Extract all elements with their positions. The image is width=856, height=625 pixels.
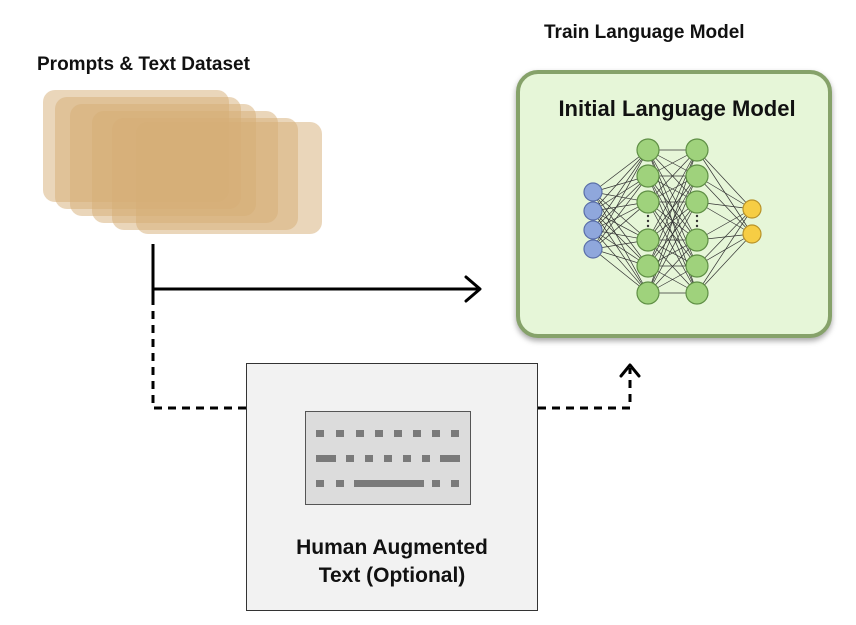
- ellipsis-dot: [695, 214, 699, 218]
- dataset-card: [136, 122, 322, 234]
- keyboard-icon: [305, 411, 471, 505]
- model-title: Initial Language Model: [558, 96, 796, 121]
- hidden-node: [685, 138, 709, 162]
- dashed-line-to-model: [538, 368, 632, 410]
- input-node: [583, 201, 603, 221]
- hidden-node: [685, 190, 709, 214]
- network-edge: [696, 233, 753, 294]
- dashed-line-to-human: [151, 297, 246, 410]
- network-edge: [696, 175, 753, 235]
- hidden-node: [636, 190, 660, 214]
- network-edge: [647, 149, 698, 241]
- network-edge: [592, 191, 649, 267]
- ellipsis-dot: [646, 224, 650, 228]
- solid-arrowhead: [464, 275, 482, 303]
- hidden-node: [636, 254, 660, 278]
- network-edge: [592, 149, 649, 231]
- hidden-node: [685, 164, 709, 188]
- hidden-node: [685, 228, 709, 252]
- human-label-line2: Text (Optional): [318, 564, 466, 587]
- human-augmented-label: Human Augmented Text (Optional): [246, 534, 538, 590]
- ellipsis-dot: [646, 214, 650, 218]
- network-edge: [592, 248, 649, 294]
- network-edge: [592, 175, 649, 231]
- hidden-node: [636, 281, 660, 305]
- network-edge: [592, 210, 649, 294]
- network-edge: [696, 208, 753, 267]
- network-edge: [592, 229, 649, 294]
- input-node: [583, 239, 603, 259]
- output-node: [742, 199, 762, 219]
- network-edge: [592, 201, 649, 250]
- hidden-node: [636, 228, 660, 252]
- input-node: [583, 220, 603, 240]
- network-edge: [696, 208, 753, 294]
- network-edge: [592, 149, 649, 212]
- hidden-node: [636, 164, 660, 188]
- hidden-node: [685, 281, 709, 305]
- output-node: [742, 224, 762, 244]
- hidden-node: [636, 138, 660, 162]
- network-edge: [647, 149, 698, 203]
- ellipsis-dot: [646, 219, 650, 223]
- dashed-arrowhead: [619, 363, 641, 378]
- ellipsis-dot: [695, 219, 699, 223]
- input-node: [583, 182, 603, 202]
- human-label-line1: Human Augmented: [296, 536, 488, 559]
- dataset-title: Prompts & Text Dataset: [37, 54, 250, 75]
- ellipsis-dot: [695, 224, 699, 228]
- network-edge: [696, 149, 753, 210]
- network-edge: [592, 175, 649, 250]
- train-title: Train Language Model: [544, 22, 745, 43]
- network-edge: [592, 210, 649, 267]
- hidden-node: [685, 254, 709, 278]
- network-edge: [647, 201, 698, 294]
- network-edge: [647, 239, 698, 294]
- network-edge: [696, 149, 753, 235]
